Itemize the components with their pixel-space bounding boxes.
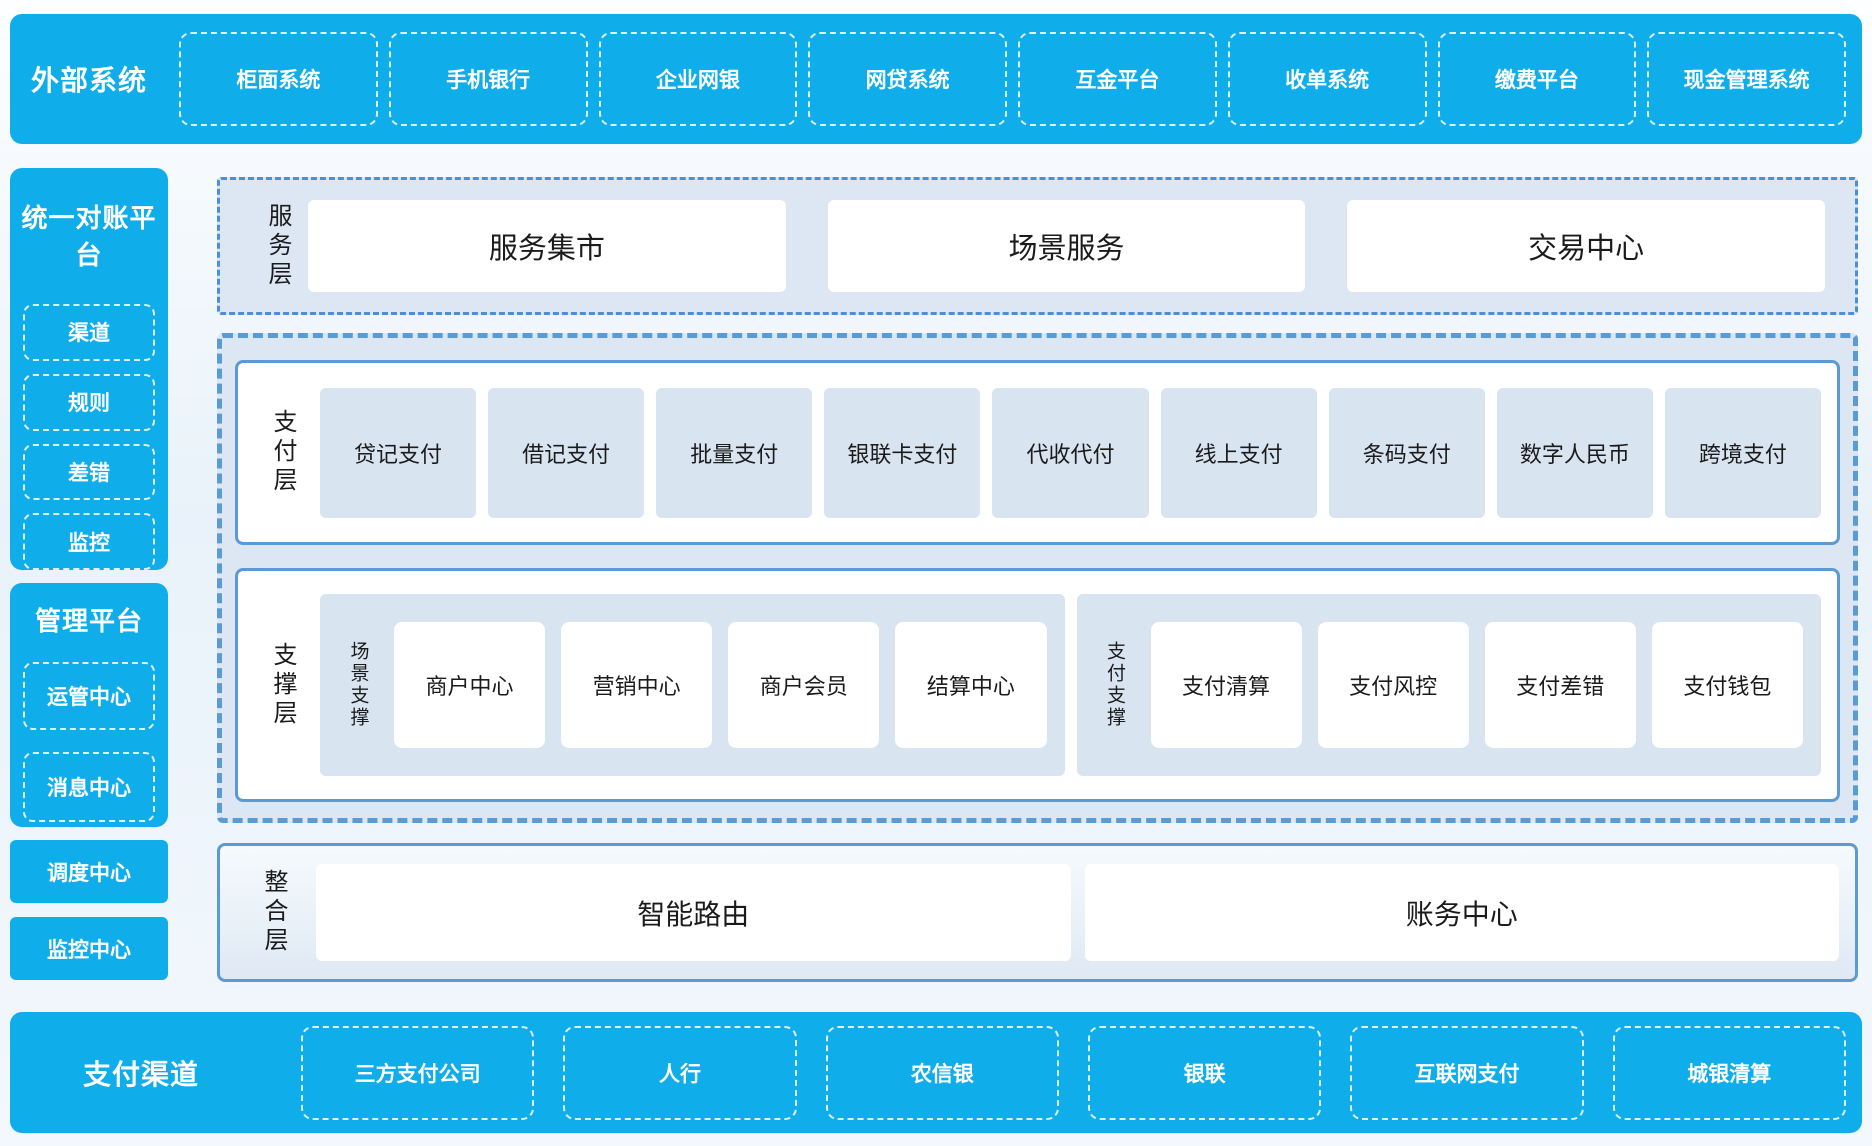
support-box-payment-risk-control: 支付风控 (1317, 622, 1469, 748)
reconciliation-platform-title: 统一对账平台 (21, 203, 157, 270)
support-box-payment-clearing: 支付清算 (1150, 622, 1302, 748)
reconcile-item-monitoring: 监控 (23, 513, 155, 570)
service-layer-panel: 服务层 服务集市 场景服务 交易中心 (217, 177, 1858, 315)
integration-box-smart-routing: 智能路由 (316, 864, 1071, 961)
reconcile-item-rules: 规则 (23, 373, 155, 431)
support-box-payment-wallet: 支付钱包 (1651, 622, 1803, 748)
external-system-counter: 柜面系统 (179, 32, 378, 126)
payment-box-online: 线上支付 (1160, 387, 1317, 518)
management-platform-panel: 管理平台 运管中心 消息中心 (10, 583, 168, 827)
payment-box-unionpay-card: 银联卡支付 (824, 387, 981, 518)
support-box-marketing-center: 营销中心 (561, 622, 713, 748)
reconciliation-platform-panel: 统一对账平台 渠道 规则 差错 监控 (10, 168, 168, 570)
channel-internet-payment: 互联网支付 (1350, 1025, 1584, 1120)
support-box-merchant-member: 商户会员 (728, 622, 880, 748)
service-layer-label: 服务层 (264, 202, 291, 290)
integration-layer-panel: 整合层 智能路由 账务中心 (217, 843, 1858, 982)
channel-third-party-payment: 三方支付公司 (301, 1025, 535, 1120)
support-box-settlement-center: 结算中心 (895, 622, 1047, 748)
core-layers-container: 支付层 贷记支付 借记支付 批量支付 银联卡支付 代收代付 线上支付 条码支付 … (217, 333, 1858, 823)
service-box-scenario-service: 场景服务 (827, 200, 1306, 292)
reconcile-item-channel: 渠道 (23, 304, 155, 361)
payment-box-barcode: 条码支付 (1328, 387, 1485, 518)
external-system-internet-finance: 互金平台 (1018, 32, 1217, 126)
integration-box-accounting-center: 账务中心 (1084, 864, 1839, 961)
payment-support-label: 支付支撑 (1104, 641, 1125, 729)
payment-box-debit: 借记支付 (488, 387, 645, 518)
management-platform-title: 管理平台 (34, 606, 143, 636)
service-box-service-market: 服务集市 (308, 200, 786, 292)
dispatch-center-box: 调度中心 (10, 840, 168, 903)
management-item-operations-center: 运管中心 (23, 662, 155, 730)
external-system-mobile-banking: 手机银行 (388, 32, 588, 126)
payment-layer-panel: 支付层 贷记支付 借记支付 批量支付 银联卡支付 代收代付 线上支付 条码支付 … (235, 360, 1840, 545)
payment-box-collection-agency: 代收代付 (992, 387, 1149, 518)
payment-box-digital-rmb: 数字人民币 (1496, 387, 1653, 518)
payment-box-cross-border: 跨境支付 (1664, 387, 1821, 518)
external-system-bill-payment: 缴费平台 (1437, 32, 1637, 126)
service-box-transaction-center: 交易中心 (1347, 200, 1826, 292)
payment-layer-label: 支付层 (269, 409, 296, 496)
integration-layer-label: 整合层 (260, 869, 287, 956)
support-layer-panel: 支撑层 场景支撑 商户中心 营销中心 商户会员 结算中心 支付支撑 支付清算 支… (235, 568, 1840, 802)
external-systems-bar: 外部系统 柜面系统 手机银行 企业网银 网贷系统 互金平台 收单系统 缴费平台 … (10, 14, 1862, 144)
payment-box-credit: 贷记支付 (320, 387, 477, 518)
support-layer-label: 支撑层 (269, 641, 296, 729)
external-system-online-loan: 网贷系统 (808, 32, 1007, 126)
external-system-acquiring: 收单系统 (1227, 32, 1427, 126)
payment-channels-title: 支付渠道 (82, 1058, 199, 1090)
external-system-cash-management: 现金管理系统 (1647, 32, 1846, 126)
channel-pboc: 人行 (563, 1025, 797, 1120)
payment-box-batch: 批量支付 (656, 387, 813, 518)
payment-support-group: 支付支撑 支付清算 支付风控 支付差错 支付钱包 (1076, 594, 1821, 776)
scenario-support-group: 场景支撑 商户中心 营销中心 商户会员 结算中心 (320, 594, 1065, 776)
scenario-support-label: 场景支撑 (347, 641, 369, 729)
support-box-merchant-center: 商户中心 (394, 622, 546, 748)
channel-rural-credit-bank: 农信银 (825, 1025, 1059, 1120)
management-item-message-center: 消息中心 (23, 752, 155, 822)
monitor-center-box: 监控中心 (10, 917, 168, 980)
external-systems-title: 外部系统 (30, 65, 147, 96)
payment-channels-bar: 支付渠道 三方支付公司 人行 农信银 银联 互联网支付 城银清算 (10, 1012, 1862, 1133)
reconcile-item-errors: 差错 (23, 443, 155, 501)
external-system-corporate-ebank: 企业网银 (598, 32, 798, 126)
channel-city-bank-clearing: 城银清算 (1612, 1025, 1846, 1120)
support-box-payment-errors: 支付差错 (1484, 622, 1636, 748)
channel-unionpay: 银联 (1087, 1025, 1322, 1120)
